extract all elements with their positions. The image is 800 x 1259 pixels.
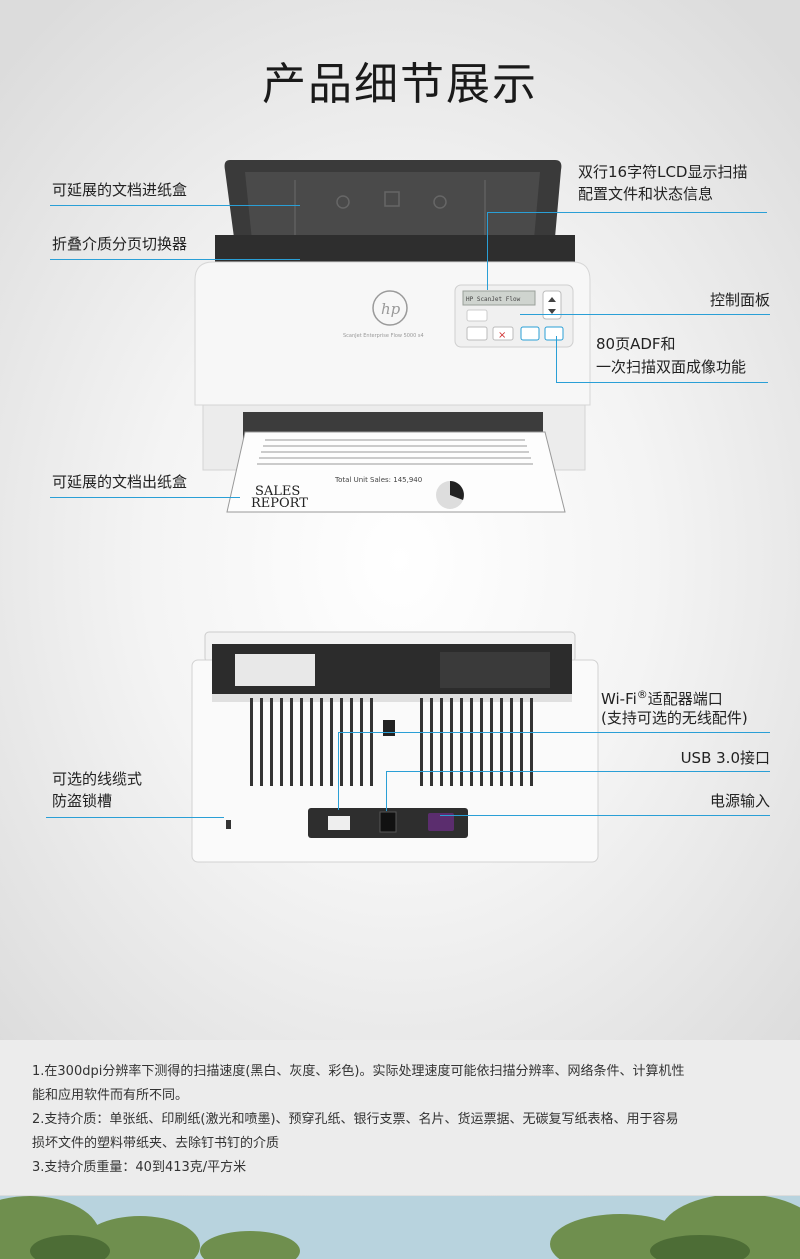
line-input-tray bbox=[50, 205, 300, 206]
label-wifi-reg: ® bbox=[636, 688, 648, 701]
svg-text:hp: hp bbox=[381, 300, 401, 318]
note-line-1: 1.在300dpi分辨率下测得的扫描速度(黑白、灰度、彩色)。实际处理速度可能依… bbox=[32, 1064, 685, 1079]
line-usb bbox=[386, 771, 770, 772]
line-control-panel bbox=[520, 314, 770, 315]
line-lcd-drop bbox=[487, 212, 488, 290]
footnotes-panel: 1.在300dpi分辨率下测得的扫描速度(黑白、灰度、彩色)。实际处理速度可能依… bbox=[0, 1040, 800, 1195]
label-lcd-line2: 配置文件和状态信息 bbox=[578, 185, 714, 203]
scanner-front-image: hp ScanJet Enterprise Flow 5000 s4 HP Sc… bbox=[194, 160, 591, 513]
line-lcd bbox=[487, 212, 767, 213]
line-fold-switch bbox=[50, 259, 300, 260]
label-adf-line1: 80页ADF和 bbox=[596, 335, 676, 353]
label-input-tray: 可延展的文档进纸盒 bbox=[52, 181, 188, 199]
label-output-tray: 可延展的文档出纸盒 bbox=[52, 473, 188, 491]
doc-total: Total Unit Sales: 145,940 bbox=[334, 476, 422, 484]
line-power bbox=[440, 815, 770, 816]
scanner-back-image bbox=[191, 631, 599, 863]
label-wifi-text: Wi-Fi bbox=[601, 690, 637, 708]
label-wifi-line2: (支持可选的无线配件) bbox=[601, 709, 748, 727]
line-lock bbox=[46, 817, 224, 818]
page-title: 产品细节展示 bbox=[262, 59, 538, 110]
label-usb: USB 3.0接口 bbox=[680, 749, 770, 767]
note-line-4: 损坏文件的塑料带纸夹、去除钉书钉的介质 bbox=[32, 1136, 280, 1151]
line-adf bbox=[556, 382, 768, 383]
label-adf-line2: 一次扫描双面成像功能 bbox=[596, 358, 747, 376]
line-wifi-drop bbox=[338, 732, 339, 810]
label-wifi-tail: 适配器端口 bbox=[647, 690, 723, 708]
lcd-text: HP ScanJet Flow bbox=[466, 296, 521, 303]
line-wifi bbox=[338, 732, 770, 733]
svg-text:×: × bbox=[498, 330, 506, 341]
label-fold-switch: 折叠介质分页切换器 bbox=[52, 235, 188, 253]
note-line-2: 能和应用软件而有所不同。 bbox=[32, 1088, 189, 1103]
model-name: ScanJet Enterprise Flow 5000 s4 bbox=[343, 333, 424, 339]
note-line-5: 3.支持介质重量：40到413克/平方米 bbox=[32, 1160, 247, 1175]
doc-title-report: REPORT bbox=[251, 496, 308, 511]
label-power: 电源输入 bbox=[709, 792, 770, 810]
label-lock-line2: 防盗锁槽 bbox=[52, 792, 113, 810]
trees-banner-image bbox=[0, 1196, 800, 1259]
label-lock-line1: 可选的线缆式 bbox=[52, 770, 143, 788]
doc-title-sales: SALES bbox=[255, 484, 300, 499]
label-lcd-line1: 双行16字符LCD显示扫描 bbox=[578, 163, 748, 181]
line-adf-drop bbox=[556, 336, 557, 382]
note-line-3: 2.支持介质：单张纸、印刷纸(激光和喷墨)、预穿孔纸、银行支票、名片、货运票据、… bbox=[32, 1112, 679, 1127]
label-wifi-line1: Wi-Fi®适配器端口 bbox=[601, 684, 723, 710]
line-usb-drop bbox=[386, 771, 387, 811]
line-output-tray bbox=[50, 497, 240, 498]
label-control-panel: 控制面板 bbox=[709, 291, 770, 309]
